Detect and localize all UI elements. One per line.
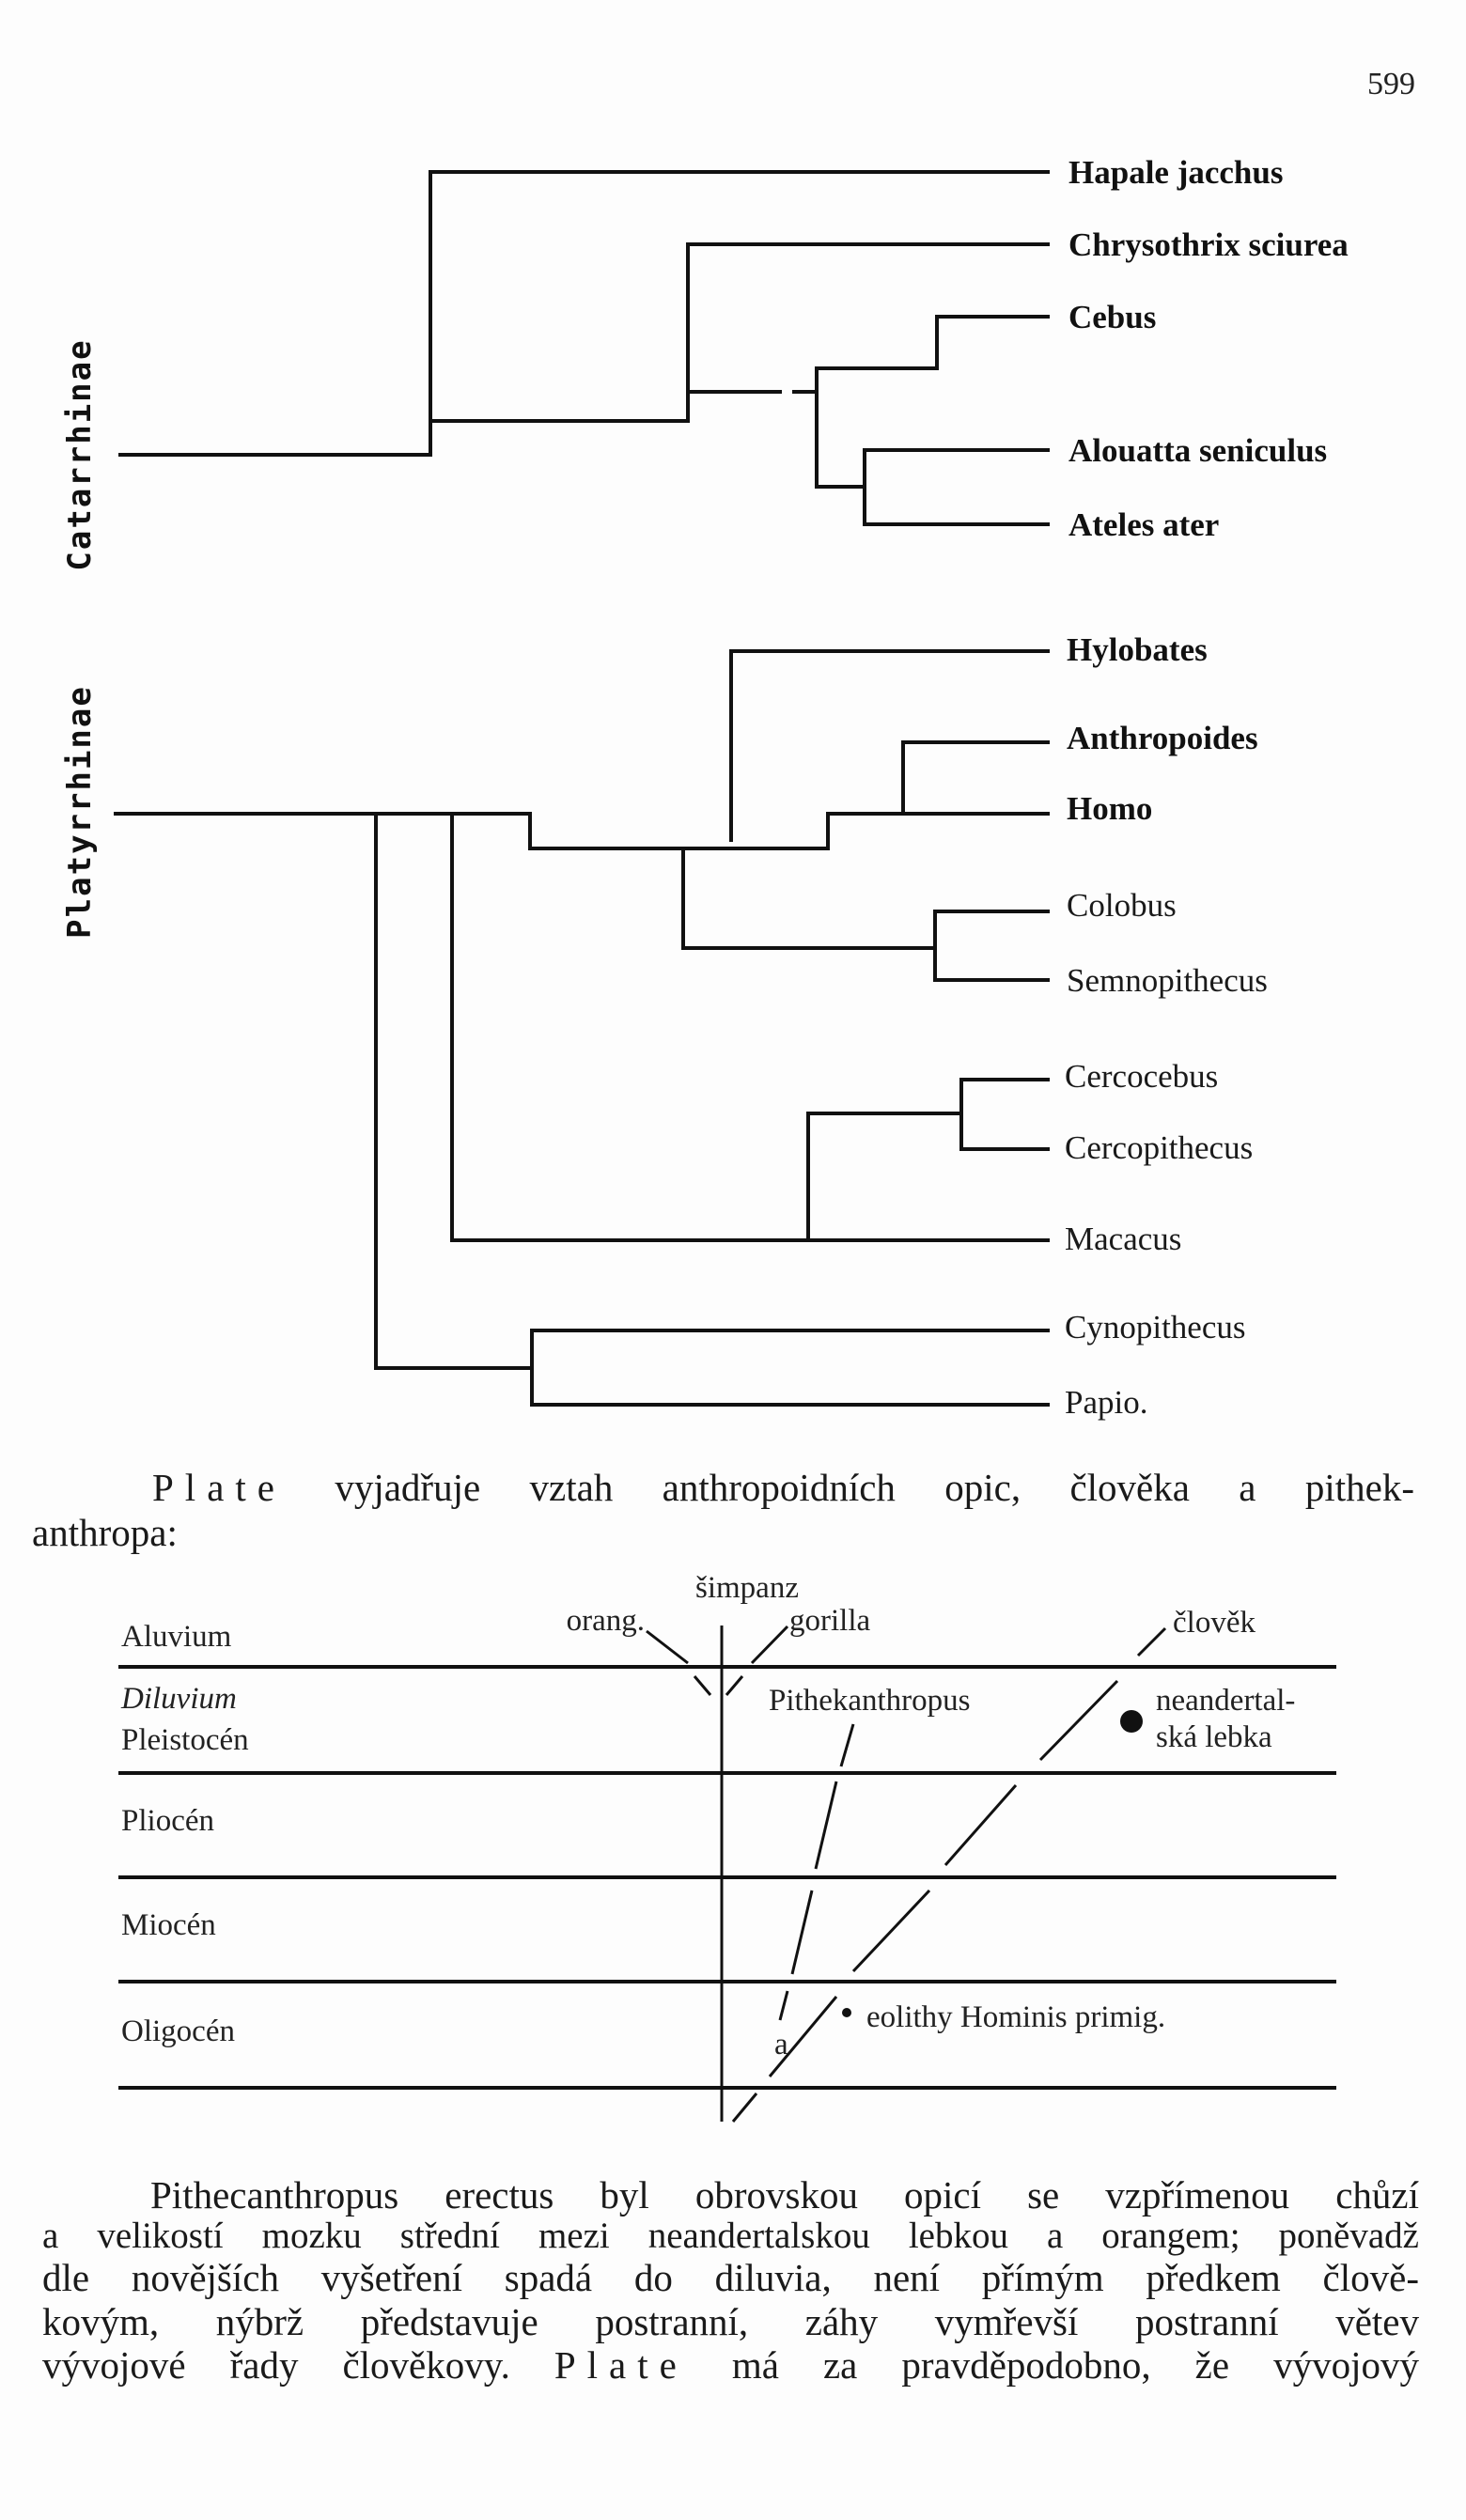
taxon-label: Anthropoides <box>1067 720 1258 756</box>
branch-lines <box>646 1625 1167 2123</box>
era-label: Miocén <box>121 1908 216 1942</box>
taxon-label: Semnopithecus <box>1067 962 1268 999</box>
page-number: 599 <box>1367 67 1415 101</box>
strata-divider <box>118 1665 1336 2090</box>
tree-branch <box>114 649 1050 1407</box>
paragraph-line: a velikostí mozku střední mezi neanderta… <box>42 2216 1419 2256</box>
intro-line-2: anthropa: <box>32 1511 178 1554</box>
paragraph-text: má za pravděpodobno, že vývojový <box>731 2343 1419 2387</box>
taxon-label: Cynopithecus <box>1065 1309 1245 1346</box>
taxon-label: Ateles ater <box>1068 506 1219 543</box>
era-label: Aluvium <box>121 1620 232 1654</box>
taxon-label: Cercopithecus <box>1065 1129 1253 1166</box>
author-name: Plate <box>152 1466 286 1509</box>
taxon-simpanz: šimpanz <box>695 1571 799 1605</box>
taxon-label: Cebus <box>1068 299 1156 335</box>
group-label-platyrrhinae: Platyrrhinae <box>61 685 99 939</box>
era-label: Oligocén <box>121 2014 235 2048</box>
tree-branch <box>118 170 1050 526</box>
taxon-label: Chrysothrix sciurea <box>1068 226 1349 263</box>
eolithy-dot <box>842 2008 851 2017</box>
upper-phylogenetic-tree: Catarrhinae Hapale jacchus Chrysothrix s… <box>61 154 1349 571</box>
branch-point-a: a <box>774 2028 788 2061</box>
paragraph-line: kovým, nýbrž představuje postranní, záhy… <box>42 2300 1419 2343</box>
taxon-neandertal-line2: ská lebka <box>1156 1720 1272 1754</box>
taxon-label: Colobus <box>1067 887 1177 924</box>
era-label: Pliocén <box>121 1804 214 1838</box>
group-label-catarrhinae: Catarrhinae <box>61 338 99 570</box>
taxon-label: Macacus <box>1065 1221 1181 1257</box>
taxon-label: Papio. <box>1065 1384 1147 1421</box>
taxon-label: Cercocebus <box>1065 1058 1218 1095</box>
era-label: Pleistocén <box>121 1723 249 1757</box>
taxon-eolithy: eolithy Hominis primig. <box>866 2000 1165 2034</box>
author-name: Plate <box>554 2343 688 2387</box>
paragraph-text: vývojové řady člověkovy. <box>42 2343 510 2387</box>
taxon-gorilla: gorilla <box>789 1604 870 1638</box>
neandertal-skull-dot <box>1120 1710 1143 1733</box>
lower-phylogenetic-tree: Platyrrhinae Hylobates Anthropoides Homo… <box>61 631 1268 1421</box>
paragraph-line: vývojové řady člověkovy. Plate má za pra… <box>42 2343 1419 2387</box>
taxon-orang: orang. <box>567 1604 645 1638</box>
taxon-label: Alouatta seniculus <box>1068 432 1327 469</box>
intro-line-1: Plate vyjadřuje vztah anthropoidních opi… <box>152 1466 1414 1509</box>
taxon-label: Hylobates <box>1067 631 1208 668</box>
taxon-clovek: člověk <box>1173 1606 1255 1640</box>
paragraph-line: Pithecanthropus erectus byl obrovskou op… <box>150 2173 1419 2217</box>
era-label: Diluvium <box>120 1682 237 1716</box>
paragraph-line: dle novějších vyšetření spadá do diluvia… <box>42 2256 1419 2299</box>
taxon-label: Hapale jacchus <box>1068 154 1283 191</box>
taxon-label: Homo <box>1067 790 1152 827</box>
geologic-strata-diagram: Aluvium Diluvium Pleistocén Pliocén Mioc… <box>118 1571 1336 2123</box>
intro-text: vyjadřuje vztah anthropoidních opic, člo… <box>335 1466 1414 1509</box>
taxon-neandertal-line1: neandertal- <box>1156 1684 1295 1718</box>
taxon-pithekanthropus: Pithekanthropus <box>769 1684 970 1718</box>
